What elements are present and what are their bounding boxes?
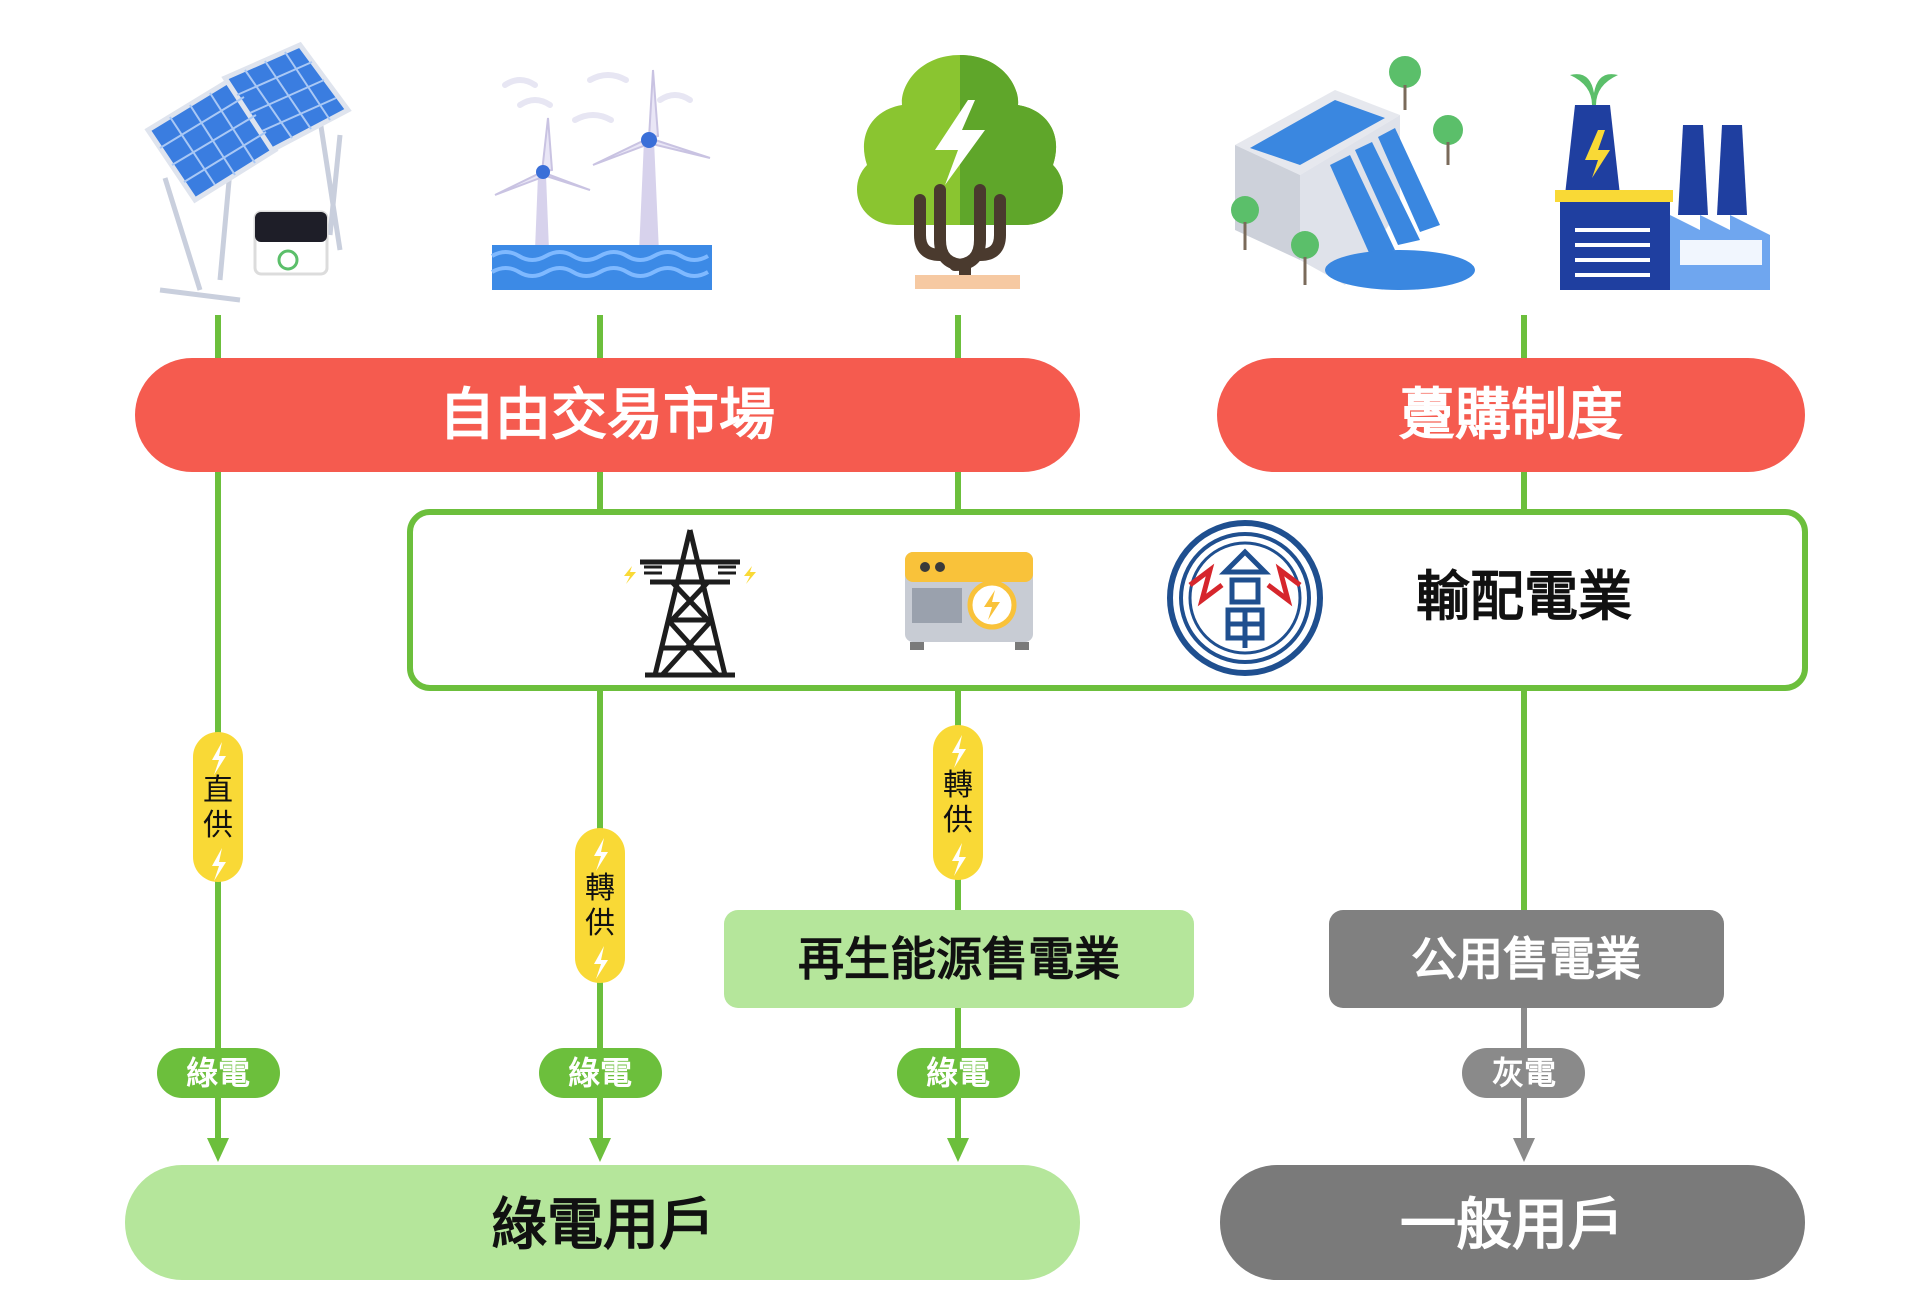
bolt-icon bbox=[952, 843, 966, 876]
direct-supply-badge: 直 供 bbox=[193, 732, 243, 882]
green-factory-icon bbox=[1555, 74, 1770, 290]
grey-power-tag: 灰電 bbox=[1462, 1048, 1585, 1098]
green-tree-energy-icon bbox=[857, 55, 1063, 289]
wheeling-supply-badge-1: 轉 供 bbox=[575, 828, 625, 983]
wheeling-2-char-1: 轉 bbox=[943, 768, 973, 803]
general-consumers-label: 一般用戶 bbox=[1400, 1193, 1624, 1258]
green-power-tag-label: 綠電 bbox=[926, 1054, 990, 1092]
wheeling-1-char-2: 供 bbox=[585, 906, 615, 941]
offshore-wind-turbine-icon bbox=[491, 69, 712, 290]
fit-system-pill: 躉購制度 bbox=[1217, 358, 1805, 472]
direct-supply-char-1: 直 bbox=[203, 773, 233, 808]
green-consumers-label: 綠電用戶 bbox=[491, 1193, 715, 1258]
solar-panel-battery-icon bbox=[144, 41, 352, 303]
green-power-tag-label: 綠電 bbox=[186, 1054, 250, 1092]
grey-arrowhead bbox=[1513, 1138, 1535, 1162]
public-retailer-box: 公用售電業 bbox=[1329, 910, 1724, 1008]
green-consumers-pill: 綠電用戶 bbox=[125, 1165, 1080, 1280]
green-power-tag-2: 綠電 bbox=[539, 1048, 662, 1098]
wheeling-1-char-1: 轉 bbox=[585, 871, 615, 906]
bolt-icon bbox=[594, 946, 608, 979]
bolt-icon bbox=[594, 838, 608, 871]
green-power-tag-label: 綠電 bbox=[568, 1054, 632, 1092]
free-market-pill: 自由交易市場 bbox=[135, 358, 1080, 472]
wheeling-supply-badge-2: 轉 供 bbox=[933, 725, 983, 880]
public-retailer-label: 公用售電業 bbox=[1411, 932, 1641, 986]
generator-icon bbox=[905, 552, 1033, 650]
renewable-retailer-box: 再生能源售電業 bbox=[724, 910, 1194, 1008]
green-arrowheads bbox=[207, 1138, 969, 1162]
transmission-tower-icon bbox=[640, 529, 740, 678]
bolt-icon bbox=[952, 735, 966, 768]
grey-power-tag-label: 灰電 bbox=[1492, 1054, 1556, 1092]
wheeling-2-char-2: 供 bbox=[943, 803, 973, 838]
grid-operator-box: 輸配電業 bbox=[407, 509, 1808, 691]
grid-operator-label: 輸配電業 bbox=[1416, 565, 1632, 628]
general-consumers-pill: 一般用戶 bbox=[1220, 1165, 1805, 1280]
renewable-retailer-label: 再生能源售電業 bbox=[798, 932, 1120, 986]
green-power-tag-3: 綠電 bbox=[897, 1048, 1020, 1098]
direct-supply-char-2: 供 bbox=[203, 808, 233, 843]
hydro-dam-icon bbox=[1231, 56, 1475, 290]
spark-icon bbox=[624, 566, 756, 584]
green-power-tag-1: 綠電 bbox=[157, 1048, 280, 1098]
fit-system-label: 躉購制度 bbox=[1398, 383, 1623, 448]
bolt-icon bbox=[212, 848, 226, 881]
taipower-logo-icon bbox=[1167, 520, 1323, 676]
free-market-label: 自由交易市場 bbox=[439, 383, 775, 448]
bolt-icon bbox=[212, 742, 226, 775]
